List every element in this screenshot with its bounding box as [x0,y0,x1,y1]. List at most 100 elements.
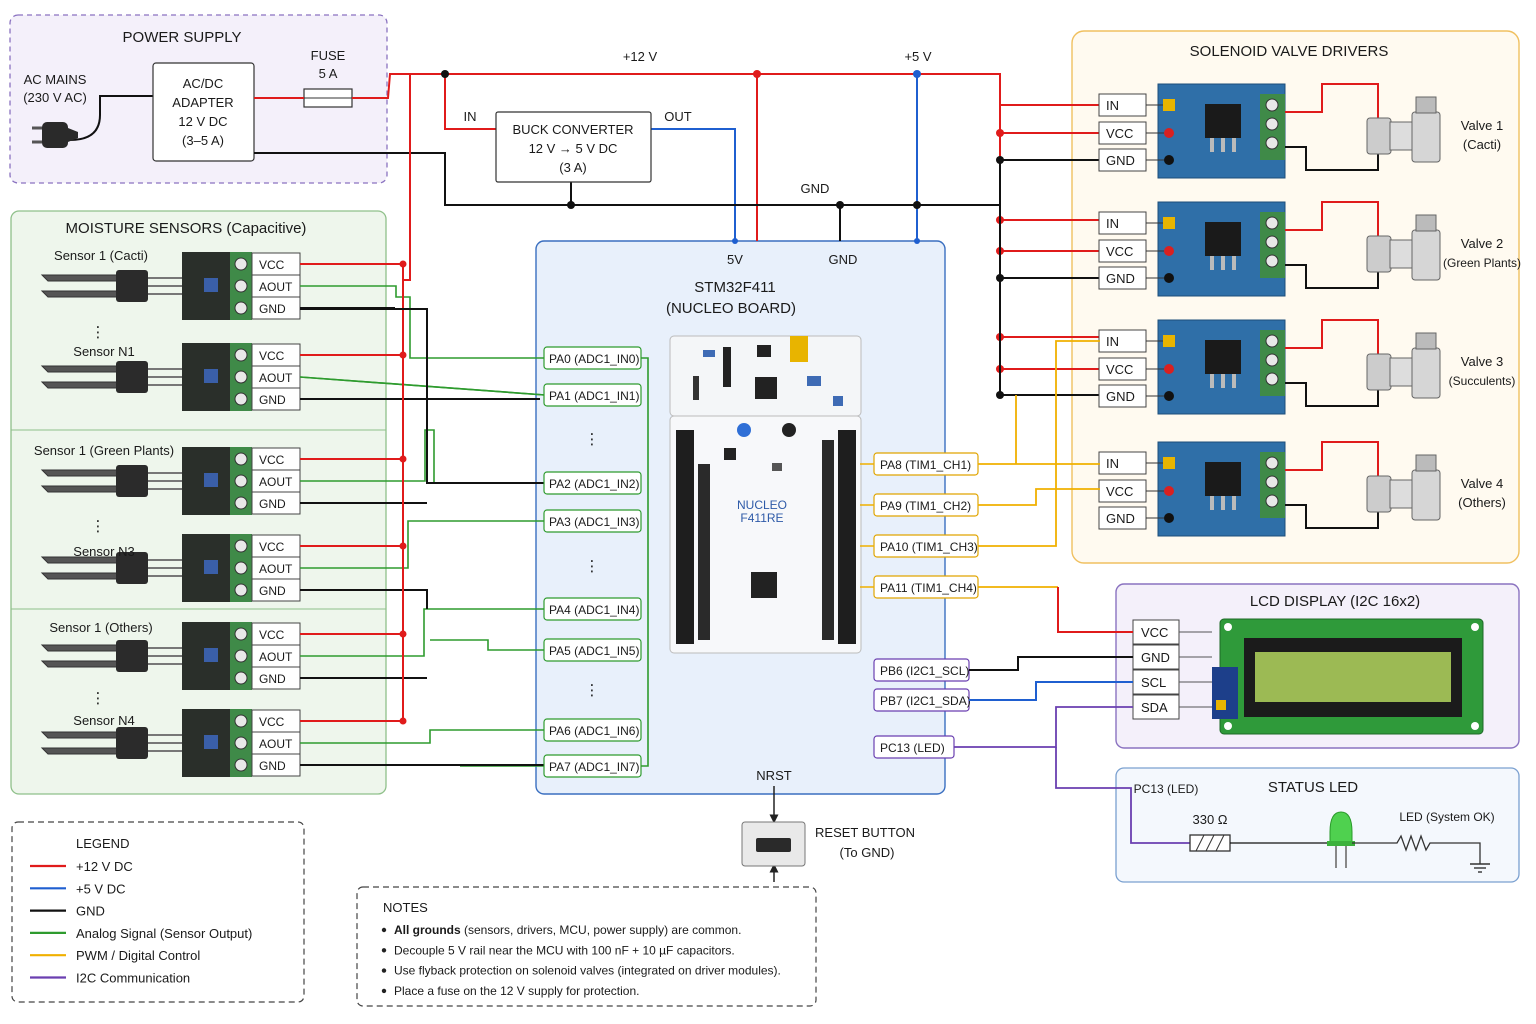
note-item: Use flyback protection on solenoid valve… [394,964,781,978]
mcu-subtitle: (NUCLEO BOARD) [666,300,796,317]
driver-pin-label: GND [1106,389,1135,404]
adapter-line-1: AC/DC [183,76,223,91]
fuse-label: FUSE [311,48,346,63]
adapter-line-2: ADAPTER [172,95,233,110]
resistor-icon [1189,834,1231,852]
sensor-module-icon [182,622,252,690]
sensor-name: Sensor N1 [73,344,134,359]
note-item: Decouple 5 V rail near the MCU with 100 … [394,943,735,957]
sensor-ellipsis: ⋮ [91,690,106,707]
adc-pin-box [543,471,642,495]
lcd-pin-label: SDA [1141,700,1168,715]
mcu-pin-label: PC13 (LED) [880,741,945,755]
valve-target: (Cacti) [1463,137,1501,152]
sensor-pin-label: GND [259,302,286,316]
ac-mains-label: AC MAINS [24,72,87,87]
driver-pin-label: IN [1106,98,1119,113]
sensor-pin-label: VCC [259,349,285,363]
ac-mains-voltage: (230 V AC) [23,90,87,105]
reset-button-label: RESET BUTTON [815,825,915,840]
pin-ellipsis: ⋮ [585,558,600,575]
lcd-module-image [1212,618,1484,735]
adc-pin-box [543,383,642,407]
legend-label: Analog Signal (Sensor Output) [76,926,252,941]
driver-pin-label: VCC [1106,484,1133,499]
sensor-name: Sensor 1 (Others) [49,620,152,635]
adc-pin-box [543,718,642,742]
sensor-pin-label: GND [259,393,286,407]
pwm-pin-label: PA10 (TIM1_CH3) [880,540,978,554]
mosfet-driver-module-icon [1157,441,1286,537]
mcu-5v-label: 5V [727,252,743,267]
valve-target: (Green Plants) [1443,256,1521,270]
status-led-title: STATUS LED [1268,779,1358,796]
buck-converter [495,111,652,183]
led-resistor-wire [1352,834,1481,864]
board-model: F411RE [740,511,783,525]
nucleo-board-image [669,335,862,654]
board-label: NUCLEO [737,498,787,512]
valve-name: Valve 3 [1461,354,1503,369]
lcd-pin-label: GND [1141,650,1170,665]
sensor-name: Sensor 1 (Green Plants) [34,443,174,458]
power-supply-title: POWER SUPPLY [123,29,242,46]
legend-label: PWM / Digital Control [76,948,200,963]
sensor-pin-label: VCC [259,453,285,467]
soil-probe-icon [40,552,182,584]
analog-signal-wire [300,608,545,657]
sensor-pin-label: AOUT [259,280,293,294]
solenoid-valve-icon [1366,96,1441,163]
adc-pin-label: PA0 (ADC1_IN0) [549,352,639,366]
sensor-module-icon [182,709,252,777]
analog-signal-wire [300,729,545,744]
rail-5v-label: +5 V [904,49,931,64]
driver-pin-label: VCC [1106,244,1133,259]
status-led-panel [1115,767,1520,883]
lcd-pin-box [1132,644,1180,670]
valve-target: (Succulents) [1449,374,1516,388]
green-led-icon [1327,811,1355,868]
driver-pin-label: GND [1106,511,1135,526]
reset-button-icon[interactable] [741,821,806,867]
driver-pin-label: VCC [1106,126,1133,141]
adc-pin-label: PA5 (ADC1_IN5) [549,644,639,658]
sensor-name: Sensor N3 [73,544,134,559]
sensor-pin-label: VCC [259,628,285,642]
sensor-module-icon [182,252,252,320]
sensor-ellipsis: ⋮ [91,324,106,341]
driver-pin-label: IN [1106,456,1119,471]
soil-probe-icon [40,465,182,497]
note-item: All grounds (sensors, drivers, MCU, powe… [394,923,741,937]
lcd-title: LCD DISPLAY (I2C 16x2) [1250,593,1420,610]
analog-signal-wire [300,520,545,569]
sensor-module-icon [182,534,252,602]
rail-gnd-label: GND [801,181,830,196]
adc-pin-label: PA3 (ADC1_IN3) [549,515,639,529]
mcu-pin-label: PB7 (I2C1_SDA) [880,694,971,708]
notes-panel [356,886,817,1007]
solenoid-valve-icon [1366,332,1441,399]
fuse-rating: 5 A [319,66,338,81]
adc-pin-box [543,597,642,621]
legend-title: LEGEND [76,836,129,851]
pwm-pin-label: PA11 (TIM1_CH4) [880,581,977,595]
mcu-title: STM32F411 [694,279,775,296]
sensor-pin-label: VCC [259,540,285,554]
pwm-pin-label: PA8 (TIM1_CH1) [880,458,971,472]
sensor-module-icon [182,343,252,411]
ac-dc-adapter [152,62,255,162]
notes-title: NOTES [383,900,428,915]
driver-pin-label: IN [1106,216,1119,231]
sensor-pin-label: AOUT [259,737,293,751]
pin-ellipsis: ⋮ [585,682,600,699]
adc-pin-label: PA6 (ADC1_IN6) [549,724,639,738]
buck-line-3: (3 A) [559,160,586,175]
legend-panel [11,821,305,1003]
adc-pin-label: PA2 (ADC1_IN2) [549,477,639,491]
